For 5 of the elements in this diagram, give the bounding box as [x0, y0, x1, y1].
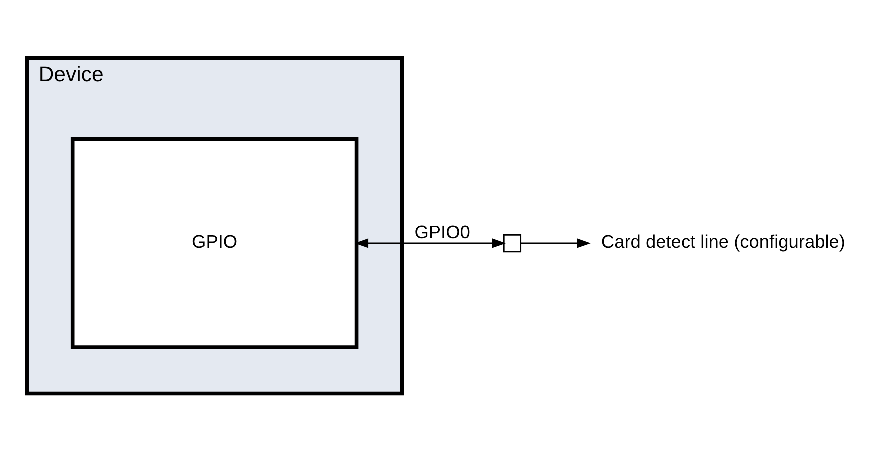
arrow: [520, 238, 591, 248]
node-box: [503, 234, 522, 252]
edge-label: GPIO0: [414, 222, 470, 242]
node-box: GPIO: [70, 137, 359, 349]
node-text: Card detect line (configurable): [601, 232, 846, 252]
